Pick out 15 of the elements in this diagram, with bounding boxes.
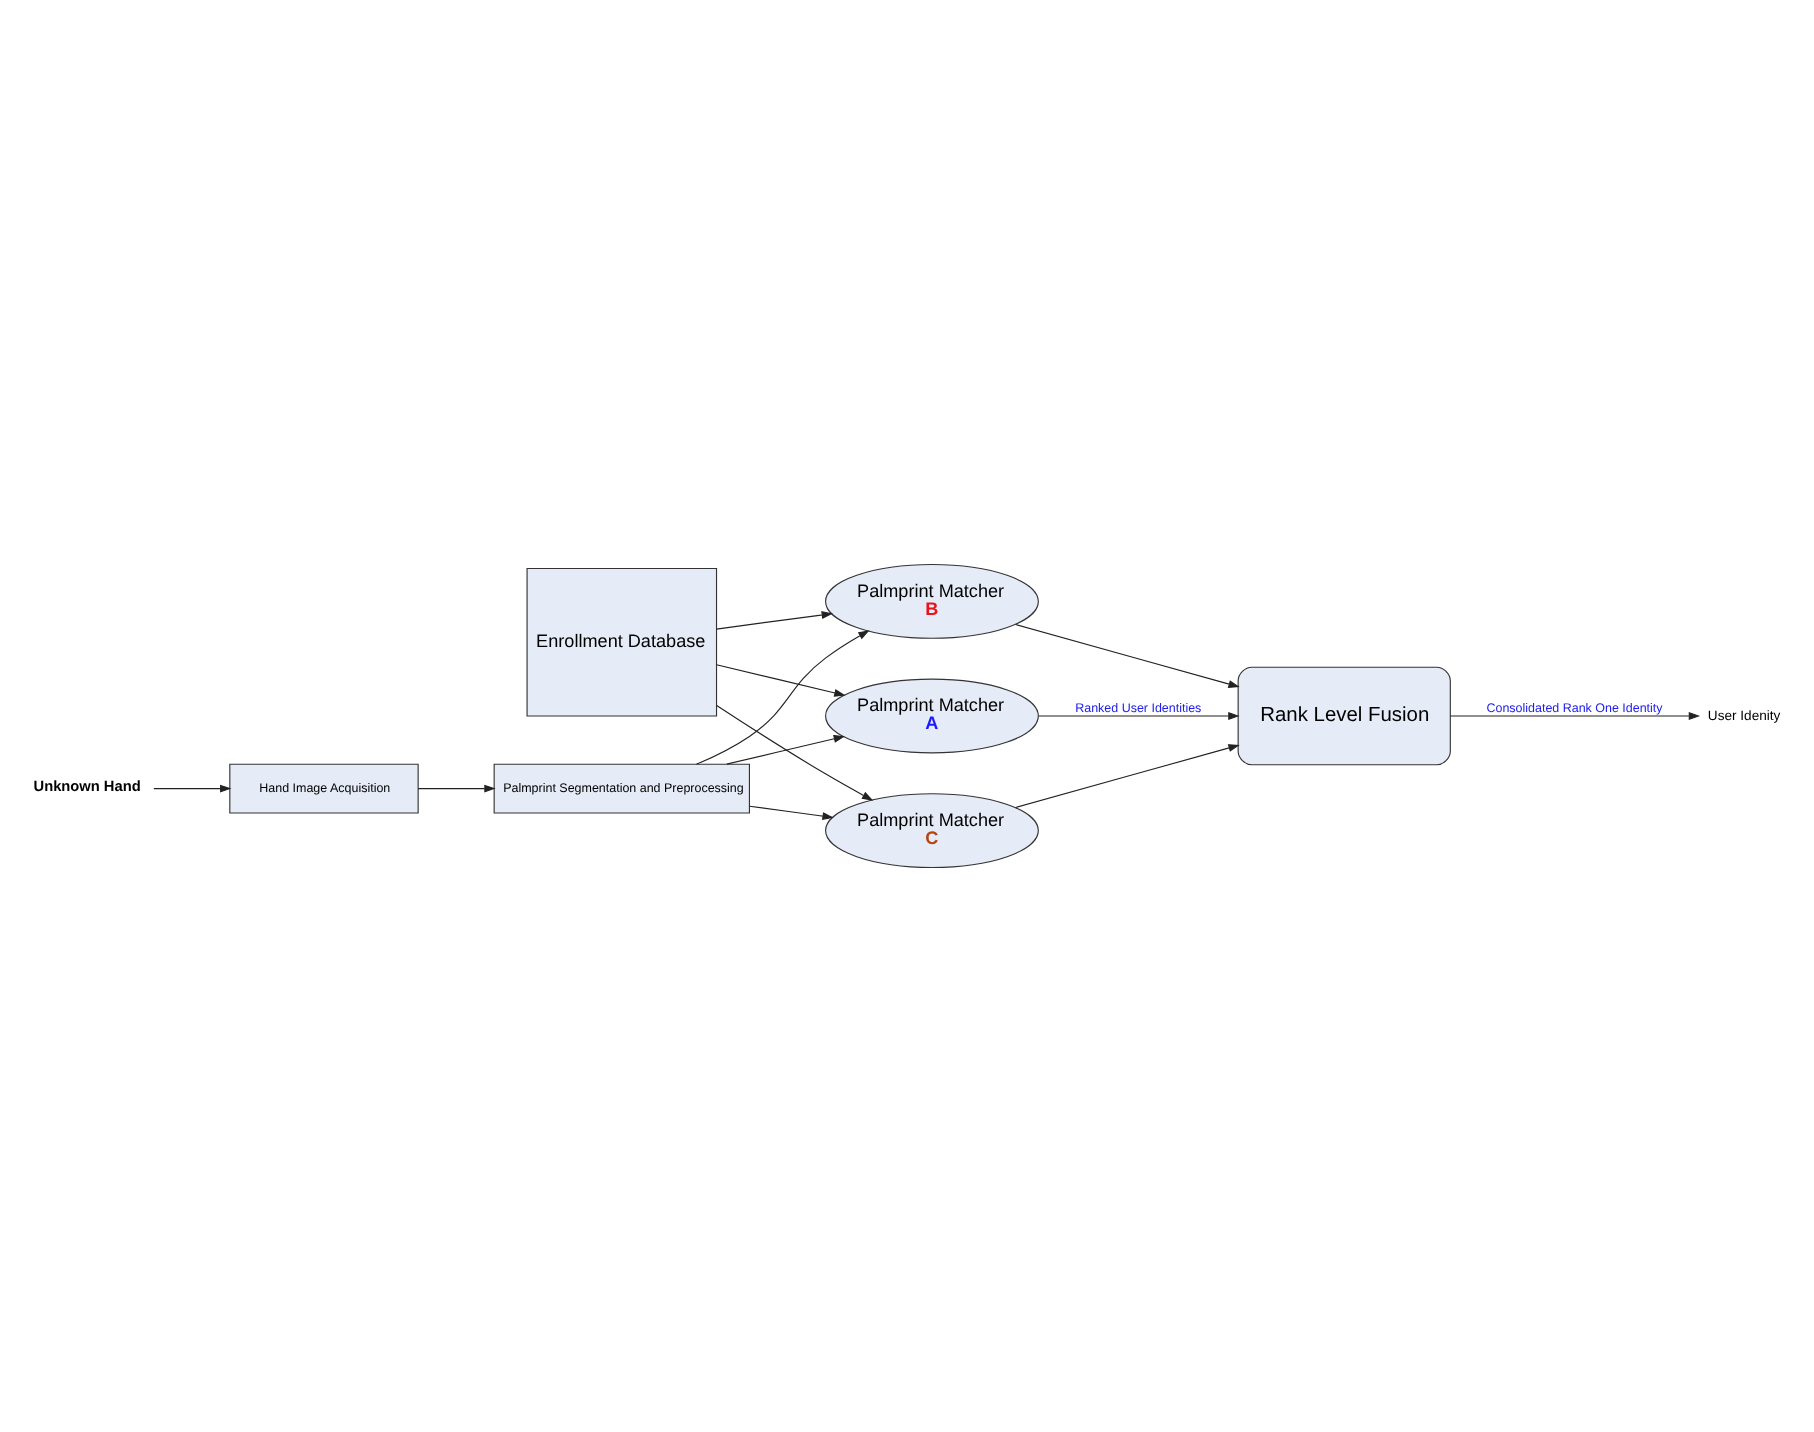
arrow — [1449, 712, 1701, 720]
arrow — [1015, 623, 1240, 688]
arrow — [1038, 712, 1240, 720]
arrow — [716, 704, 874, 801]
arrow — [726, 734, 846, 765]
node-box: Enrollment Database — [526, 567, 718, 717]
arrow — [715, 611, 833, 630]
arrow — [417, 784, 496, 793]
node-ellipse: Palmprint Matcher A — [825, 678, 1039, 754]
arrow — [1015, 744, 1240, 809]
arrow — [716, 664, 846, 697]
node-box: Rank Level Fusion — [1237, 666, 1451, 766]
arrow — [749, 805, 834, 821]
arrow — [153, 784, 232, 793]
arrow — [695, 630, 870, 765]
